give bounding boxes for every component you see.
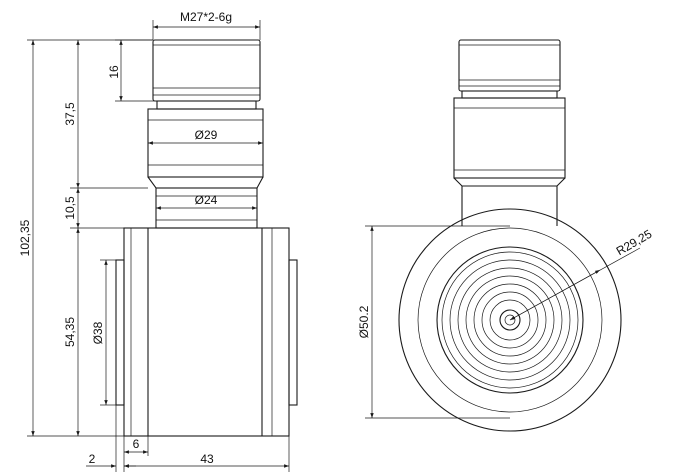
offset-small-label: 2 [89, 452, 96, 466]
right-flange [288, 259, 298, 406]
side-view [398, 39, 622, 432]
thread-fitting [152, 39, 261, 102]
upper-diameter-label: Ø29 [195, 128, 218, 142]
upper-height-label: 37,5 [63, 102, 77, 126]
front-dimensions: M27*2-6g 16 37,5 10,5 54,35 102,35 Ø29 Ø… [18, 10, 290, 472]
offset-label: 6 [133, 437, 140, 451]
left-flange [115, 259, 125, 406]
body-diameter-label: Ø38 [91, 321, 105, 344]
neck-height-label: 10,5 [63, 196, 77, 220]
thread-label: M27*2-6g [180, 10, 232, 24]
outer-diameter-label: Ø50.2 [357, 305, 371, 338]
collar [156, 100, 257, 110]
thread-height-label: 16 [107, 65, 121, 79]
front-view [115, 39, 298, 437]
side-upper-cylinder [453, 97, 566, 179]
body-height-label: 54,35 [63, 317, 77, 347]
outer-circle [398, 208, 622, 432]
radius-label: R29,25 [614, 227, 655, 259]
main-body [123, 227, 290, 437]
total-height-label: 102,35 [18, 219, 32, 256]
width-label: 43 [200, 452, 214, 466]
neck-diameter-label: Ø24 [195, 193, 218, 207]
side-thread-fitting [458, 39, 561, 92]
